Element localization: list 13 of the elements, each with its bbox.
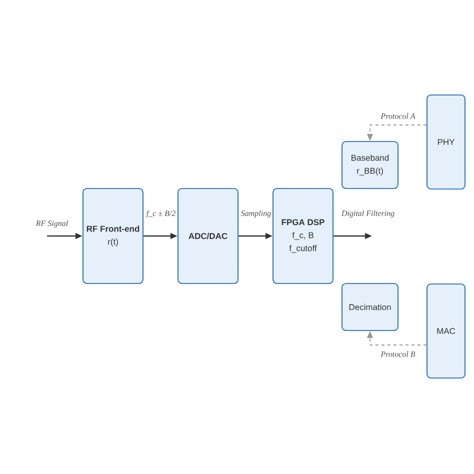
edge-label: Protocol A (380, 113, 416, 119)
process-box: RF Front-end r(t) (82, 188, 144, 284)
edge-label: Digital Filtering (341, 210, 394, 218)
process-box: ADC/DAC (177, 188, 239, 284)
edge-label: Protocol B (380, 351, 416, 357)
edge-label: Sampling (240, 210, 271, 218)
process-box: Decimation (341, 282, 399, 332)
process-box: Baseband r_BB(t) (341, 140, 399, 190)
edge-label: f_c ± B/2 (146, 210, 176, 218)
edge-label: RF Signal (36, 220, 68, 228)
process-box: MAC (426, 283, 466, 379)
process-box: FPGA DSP f_c, B f_cutoff (272, 188, 334, 284)
process-box: PHY (426, 94, 466, 190)
